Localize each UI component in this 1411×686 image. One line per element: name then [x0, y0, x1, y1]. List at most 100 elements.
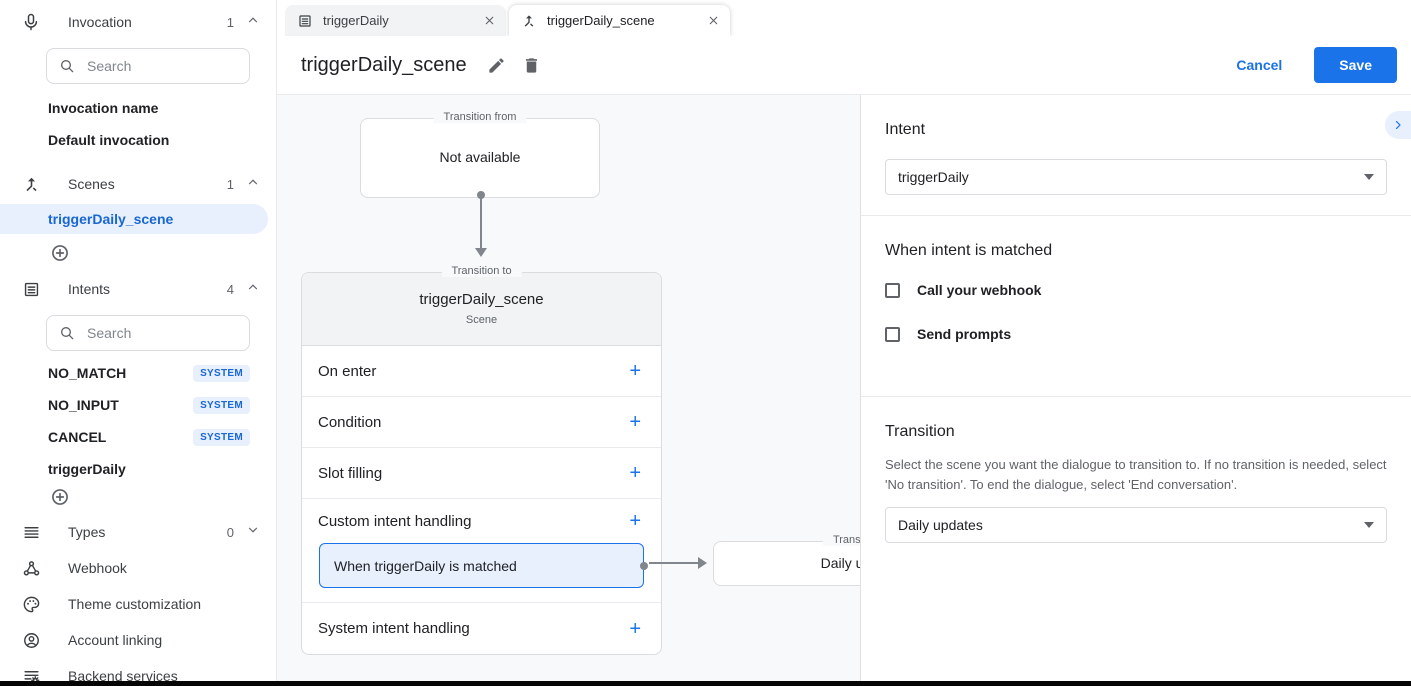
sidebar-item-intents[interactable]: Intents 4 [0, 277, 276, 301]
system-badge: SYSTEM [193, 396, 250, 414]
chevron-down-icon[interactable] [246, 523, 260, 542]
scene-diagram-canvas[interactable]: Transition from Not available Transition… [277, 95, 860, 686]
scene-merge-icon [524, 14, 534, 27]
intent-detail-panel: Intent triggerDaily When intent is match… [860, 95, 1411, 686]
transition-description: Select the scene you want the dialogue t… [885, 457, 1387, 492]
transition-target-node[interactable]: Transition to Daily updates [713, 534, 860, 586]
invocation-search-input[interactable] [85, 57, 237, 75]
scene-row-system-intent-handling[interactable]: System intent handling + [318, 617, 641, 640]
transition-target-legend: Transition to [822, 534, 860, 546]
transition-from-legend: Transition from [433, 111, 527, 123]
collapse-panel-button[interactable] [1385, 111, 1411, 139]
add-on-enter-icon[interactable]: + [629, 360, 641, 382]
send-prompts-option[interactable]: Send prompts [885, 326, 1387, 342]
sidebar-item-intent-cancel[interactable]: CANCEL SYSTEM [48, 428, 250, 446]
backend-services-label: Backend services [68, 668, 178, 684]
invocation-search[interactable] [46, 48, 250, 84]
intents-count: 4 [226, 281, 234, 297]
intents-search-input[interactable] [85, 324, 237, 342]
save-button[interactable]: Save [1314, 47, 1397, 83]
add-slot-filling-icon[interactable]: + [629, 462, 641, 484]
transition-from-node[interactable]: Transition from Not available [360, 111, 600, 198]
microphone-icon [20, 11, 42, 33]
add-scene-button[interactable] [50, 243, 276, 263]
sidebar-item-intent-no-match[interactable]: NO_MATCH SYSTEM [48, 364, 250, 382]
plus-circle-icon [52, 245, 68, 261]
system-badge: SYSTEM [193, 364, 250, 382]
tab-triggerdaily[interactable]: triggerDaily [285, 5, 506, 36]
connector-line-horizontal [649, 562, 700, 564]
chevron-up-icon[interactable] [246, 280, 260, 299]
scene-node-title: triggerDaily_scene [419, 291, 544, 308]
dropdown-caret-icon [1364, 174, 1374, 180]
chevron-up-icon[interactable] [246, 175, 260, 194]
types-label: Types [68, 524, 106, 540]
call-webhook-option[interactable]: Call your webhook [885, 282, 1387, 298]
scene-row-condition[interactable]: Condition + [302, 397, 661, 448]
add-condition-icon[interactable]: + [629, 411, 641, 433]
sidebar-item-scenes[interactable]: Scenes 1 [0, 172, 276, 196]
intents-label: Intents [68, 281, 111, 297]
tab-triggerdaily-scene[interactable]: triggerDaily_scene [509, 5, 730, 36]
connector-dot [640, 561, 648, 570]
panel-divider [861, 215, 1411, 216]
transition-section-title: Transition [885, 423, 955, 440]
add-system-intent-icon[interactable]: + [629, 617, 641, 640]
sidebar-item-intent-no-input[interactable]: NO_INPUT SYSTEM [48, 396, 250, 414]
account-linking-label: Account linking [68, 632, 163, 648]
scene-node-subtitle: Scene [465, 314, 498, 326]
arrowhead-right-icon [698, 557, 707, 569]
scene-row-on-enter[interactable]: On enter + [302, 346, 661, 397]
chevron-up-icon[interactable] [246, 13, 260, 32]
add-intent-button[interactable] [50, 487, 276, 507]
sidebar: Invocation 1 Invocation name Default inv… [0, 0, 277, 686]
sidebar-item-types[interactable]: Types 0 [0, 520, 276, 544]
scenes-count: 1 [226, 176, 234, 192]
scene-row-slot-filling[interactable]: Slot filling + [302, 448, 661, 499]
add-custom-intent-icon[interactable]: + [629, 510, 641, 532]
sidebar-item-theme-customization[interactable]: Theme customization [0, 592, 276, 616]
scene-node[interactable]: Transition to triggerDaily_scene Scene O… [301, 265, 662, 655]
send-prompts-checkbox[interactable] [885, 326, 900, 342]
intents-list-icon [20, 278, 42, 300]
scene-header: triggerDaily_scene Cancel Save [277, 36, 1411, 95]
intent-select[interactable]: triggerDaily [885, 159, 1387, 195]
sidebar-item-webhook[interactable]: Webhook [0, 556, 276, 580]
system-badge: SYSTEM [193, 428, 250, 446]
sidebar-item-scene-triggerdaily-scene[interactable]: triggerDaily_scene [0, 204, 268, 234]
cancel-button[interactable]: Cancel [1230, 56, 1288, 74]
connector-dot [477, 191, 485, 199]
close-icon[interactable] [483, 14, 496, 27]
invocation-label: Invocation [68, 14, 132, 30]
transition-to-legend: Transition to [441, 265, 522, 277]
types-count: 0 [226, 524, 234, 540]
main-area: triggerDaily triggerDaily_scene triggerD… [277, 0, 1411, 686]
connector-line-vertical [480, 198, 482, 249]
types-lines-icon [20, 521, 42, 543]
panel-divider [861, 396, 1411, 397]
intents-search[interactable] [46, 315, 250, 351]
transition-select[interactable]: Daily updates [885, 507, 1387, 543]
sidebar-item-account-linking[interactable]: Account linking [0, 628, 276, 652]
page-title: triggerDaily_scene [301, 53, 467, 76]
intent-section-title: Intent [885, 121, 926, 138]
edit-pencil-icon[interactable] [487, 56, 506, 75]
webhook-label: Webhook [68, 560, 127, 576]
account-circle-icon [20, 629, 42, 651]
call-webhook-checkbox[interactable] [885, 282, 900, 298]
scene-row-custom-intent-handling[interactable]: Custom intent handling + When triggerDai… [302, 499, 661, 603]
transition-from-content: Not available [439, 149, 521, 165]
arrowhead-down-icon [475, 248, 487, 257]
sidebar-item-invocation[interactable]: Invocation 1 [0, 10, 276, 34]
tab-bar: triggerDaily triggerDaily_scene [277, 0, 1411, 36]
palette-icon [20, 593, 42, 615]
dropdown-caret-icon [1364, 522, 1374, 528]
chevron-right-icon [1395, 120, 1401, 130]
sidebar-item-default-invocation[interactable]: Default invocation [48, 132, 170, 148]
sidebar-item-intent-triggerdaily[interactable]: triggerDaily [48, 461, 126, 477]
close-icon[interactable] [707, 14, 720, 27]
sidebar-item-invocation-name[interactable]: Invocation name [48, 100, 159, 116]
delete-trash-icon[interactable] [522, 56, 541, 75]
custom-intent-chip-selected[interactable]: When triggerDaily is matched [319, 543, 648, 588]
